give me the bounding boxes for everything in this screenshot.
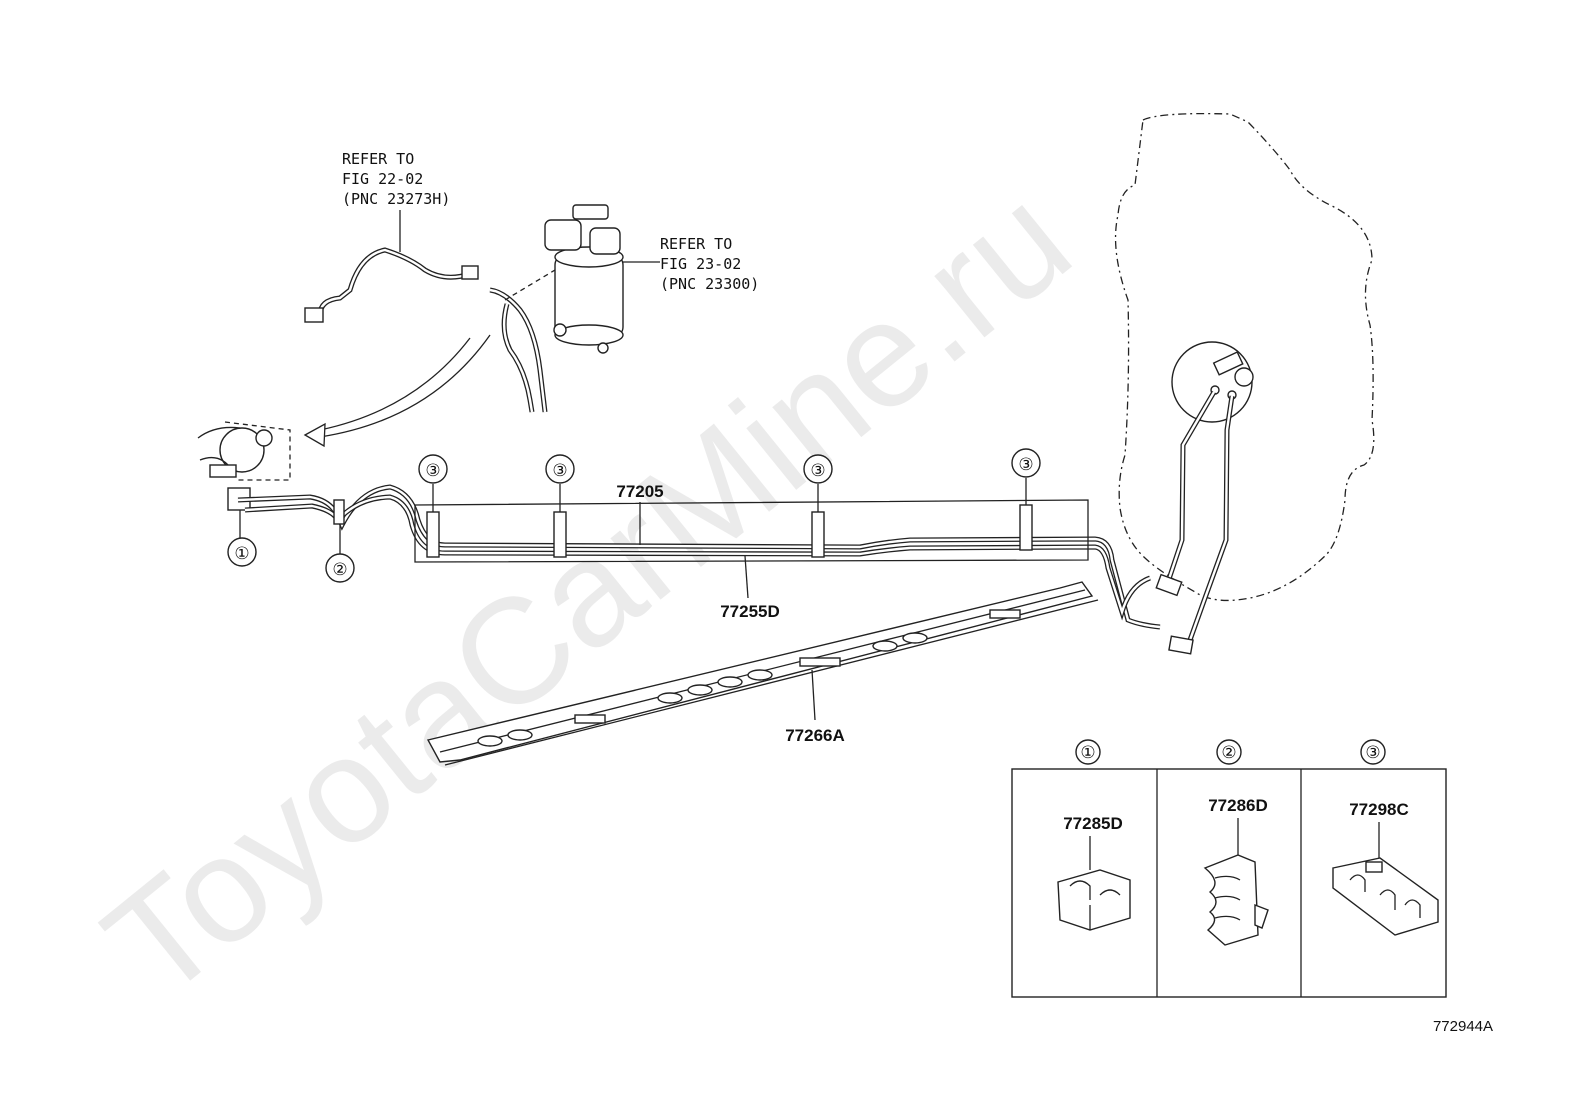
callout-1: ① [234,544,249,564]
legend-marker-3: ③ [1365,743,1380,763]
legend-marker-2: ② [1221,743,1236,763]
clip-legend-table: ① ② ③ 77285D 77286D 77298C [1011,739,1447,998]
hose-clamp-right [461,265,479,280]
clamp-2 [333,499,345,525]
clamp-3-a: ③ [418,454,448,558]
floor-protector-rail [426,581,1099,766]
callout-2: ② [332,560,347,580]
clamp-3-c: ③ [803,454,833,558]
callout-3-c: ③ [810,461,825,481]
clip-77298C-drawing [1332,822,1439,936]
part-number-77205: 77205 [616,482,663,501]
clip-77286D-drawing [1203,818,1269,946]
fuel-tank-outline [1114,112,1375,602]
refer-note-2: REFER TO FIG 23-02 (PNC 23300) [660,235,759,293]
hose-clamp-left [304,307,324,323]
part-number-77255D: 77255D [720,602,780,621]
legend-marker-1: ① [1080,743,1095,763]
fuel-pump-port [1234,367,1254,387]
refer-note-1: REFER TO FIG 22-02 (PNC 23273H) [342,150,450,208]
clamp-3-d: ③ [1011,448,1041,551]
callout-3-a: ③ [425,461,440,481]
legend-part-77298C: 77298C [1349,800,1409,819]
quick-connector-1 [1155,573,1183,597]
figure-id: 772944A [1433,1018,1493,1035]
clamp-3-b: ③ [545,454,575,558]
tube-bracket-outline [414,499,1089,563]
quick-connector-2 [1168,635,1194,655]
legend-part-77286D: 77286D [1208,796,1268,815]
reference-arrow [319,334,491,438]
callout-3-d: ③ [1018,455,1033,475]
callout-1-circle [227,537,257,567]
fuel-pump-connector [1212,351,1244,376]
legend-part-77285D: 77285D [1063,814,1123,833]
callout-2-circle [325,553,355,583]
fuel-hose-upper [317,247,471,316]
arrow-head [303,422,326,448]
part-number-77266A: 77266A [785,726,845,745]
clip-77285D-drawing [1057,836,1131,931]
charcoal-canister [544,204,624,354]
callout-3-b: ③ [552,461,567,481]
